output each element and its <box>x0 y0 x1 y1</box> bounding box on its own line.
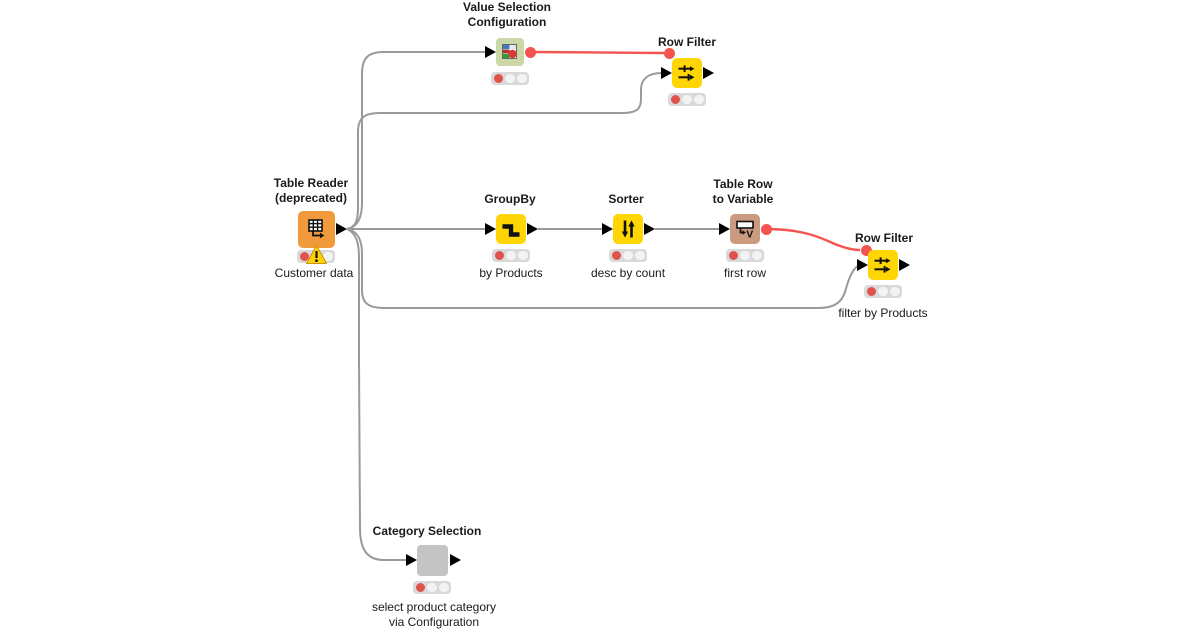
status-traffic-light <box>492 249 530 262</box>
status-dot-red <box>494 250 504 261</box>
status-dot-red <box>728 250 738 261</box>
status-dot-green <box>890 286 900 297</box>
node-sorter[interactable] <box>613 214 643 244</box>
status-dot-yellow <box>740 250 750 261</box>
node-title-row-filter-top: Row Filter <box>657 35 717 49</box>
groupby-icon <box>502 224 520 237</box>
output-port[interactable] <box>644 223 655 235</box>
node-table-reader[interactable] <box>298 211 335 248</box>
input-port[interactable] <box>661 67 672 79</box>
output-port[interactable] <box>899 259 910 271</box>
status-dot-green <box>694 94 704 105</box>
flow-variable-output-port[interactable] <box>525 46 536 58</box>
status-dot-yellow <box>505 73 515 84</box>
table-reader-icon <box>307 218 324 238</box>
table-row-to-variable-icon: V <box>736 220 754 241</box>
status-dot-yellow <box>506 250 516 261</box>
status-traffic-light <box>609 249 647 262</box>
sorter-icon <box>621 220 635 238</box>
connection-reader-to-row-filter-top[interactable] <box>346 72 663 230</box>
node-table-row-to-variable[interactable]: V <box>730 214 760 244</box>
status-dot-yellow <box>427 582 437 593</box>
status-dot-red <box>866 286 876 297</box>
node-title-table-row-to-variable: Table Row to Variable <box>712 177 774 206</box>
node-title-category-selection: Category Selection <box>372 524 482 538</box>
status-dot-red <box>493 73 503 84</box>
node-sublabel-category-selection: select product category via Configuratio… <box>371 600 497 629</box>
status-traffic-light <box>413 581 451 594</box>
connection-reader-to-row-filter-right[interactable] <box>346 228 859 309</box>
status-dot-yellow <box>682 94 692 105</box>
status-dot-green <box>323 251 333 262</box>
input-port[interactable] <box>406 554 417 566</box>
node-sublabel-groupby: by Products <box>479 266 543 280</box>
node-title-sorter: Sorter <box>608 192 644 206</box>
node-title-value-selection: Value Selection Configuration <box>462 0 552 29</box>
node-sublabel-table-reader: Customer data <box>274 266 354 280</box>
status-dot-green <box>752 250 762 261</box>
row-filter-icon <box>874 257 891 273</box>
node-sublabel-sorter: desc by count <box>590 266 666 280</box>
value-selection-icon <box>502 44 517 59</box>
output-port[interactable] <box>450 554 461 566</box>
status-dot-green <box>635 250 645 261</box>
input-port[interactable] <box>857 259 868 271</box>
connection-table-row-to-row-filter-right-variable[interactable] <box>765 227 861 252</box>
status-traffic-light <box>726 249 764 262</box>
row-filter-icon <box>678 65 695 81</box>
input-port[interactable] <box>485 46 496 58</box>
connection-value-selection-to-row-filter-top-variable[interactable] <box>530 50 665 55</box>
node-sublabel-row-filter-right: filter by Products <box>838 306 928 320</box>
status-dot-green <box>518 250 528 261</box>
node-title-table-reader: Table Reader (deprecated) <box>273 176 349 205</box>
node-row-filter-top[interactable] <box>672 58 702 88</box>
status-dot-red <box>670 94 680 105</box>
status-traffic-light <box>668 93 706 106</box>
input-port[interactable] <box>485 223 496 235</box>
node-sublabel-table-row-to-variable: first row <box>724 266 766 280</box>
warning-icon <box>306 245 327 264</box>
flow-variable-output-port[interactable] <box>760 223 772 235</box>
status-dot-green <box>439 582 449 593</box>
connection-reader-to-value-selection[interactable] <box>346 51 486 230</box>
status-dot-yellow <box>878 286 888 297</box>
node-row-filter-right[interactable] <box>868 250 898 280</box>
connection-reader-to-category-selection[interactable] <box>346 228 407 561</box>
output-port[interactable] <box>703 67 714 79</box>
status-dot-yellow <box>623 250 633 261</box>
node-category-selection[interactable] <box>417 545 448 576</box>
status-dot-red <box>299 251 309 262</box>
input-port[interactable] <box>719 223 730 235</box>
input-port[interactable] <box>602 223 613 235</box>
status-traffic-light <box>491 72 529 85</box>
status-dot-red <box>611 250 621 261</box>
node-value-selection-configuration[interactable] <box>496 38 524 66</box>
flow-variable-input-port[interactable] <box>664 47 675 59</box>
status-dot-red <box>415 582 425 593</box>
output-port[interactable] <box>336 223 347 235</box>
node-groupby[interactable] <box>496 214 526 244</box>
output-port[interactable] <box>527 223 538 235</box>
status-traffic-light <box>864 285 902 298</box>
node-title-row-filter-right: Row Filter <box>854 231 914 245</box>
status-dot-green <box>517 73 527 84</box>
flow-variable-input-port[interactable] <box>860 244 872 256</box>
node-title-groupby: GroupBy <box>484 192 536 206</box>
svg-text:V: V <box>746 229 753 241</box>
